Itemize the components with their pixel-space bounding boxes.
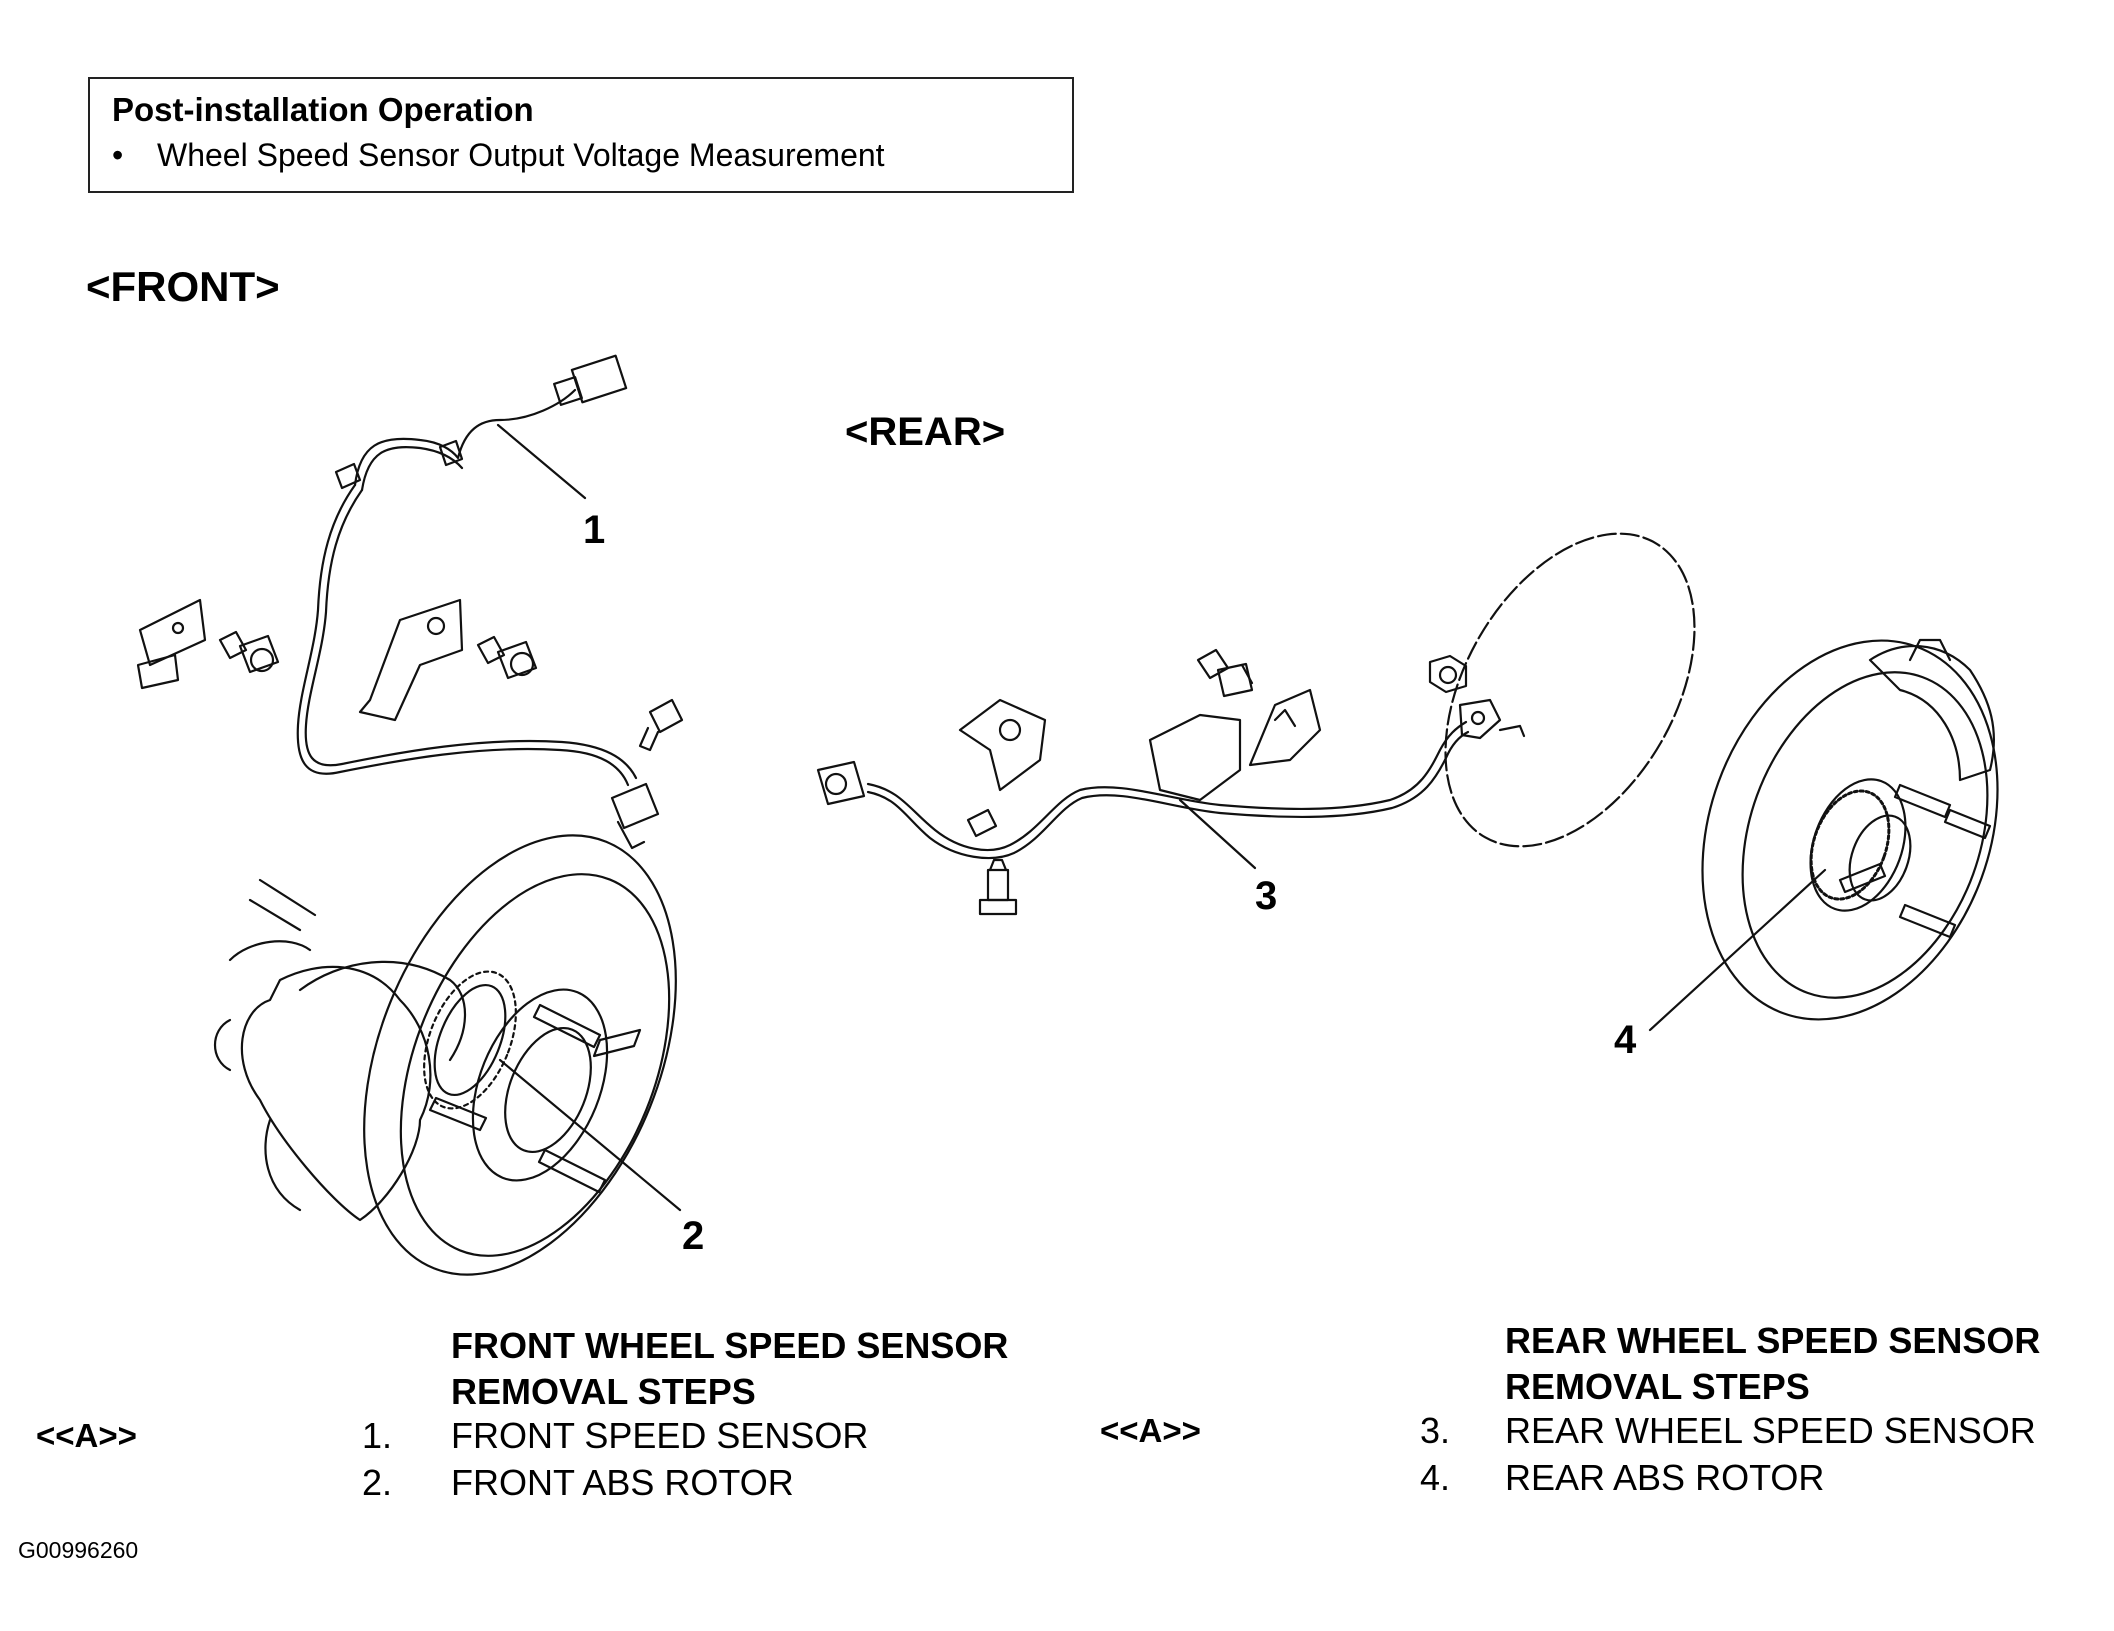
front-step-1-number: 1.	[362, 1415, 393, 1456]
front-steps-title-line2: REMOVAL STEPS	[451, 1371, 756, 1412]
rear-step-4-number: 4.	[1420, 1457, 1451, 1498]
leader-line-3	[1178, 798, 1257, 870]
rear-heading: <REAR>	[845, 410, 1006, 454]
bolt-1	[218, 630, 280, 674]
rear-step-3-number: 3.	[1420, 1410, 1451, 1451]
callout-1: 1	[583, 508, 606, 552]
leader-line-4	[1648, 868, 1827, 1032]
front-steps-title-line1: FRONT WHEEL SPEED SENSOR	[451, 1325, 1009, 1366]
bolt-4	[1196, 648, 1254, 698]
leader-line-2	[498, 1058, 682, 1212]
front-ref-a: <<A>>	[36, 1417, 137, 1454]
post-installation-title: Post-installation Operation	[112, 91, 534, 128]
front-abs-rotor-illustration	[214, 834, 677, 1276]
front-step-2-label: FRONT ABS ROTOR	[451, 1462, 794, 1503]
front-step-1-label: FRONT SPEED SENSOR	[451, 1415, 869, 1456]
front-speed-sensor-illustration	[136, 354, 684, 850]
bolt-3	[638, 698, 684, 752]
rear-ref-a: <<A>>	[1100, 1412, 1201, 1449]
rear-abs-rotor-illustration	[1701, 638, 1999, 1021]
rear-speed-sensor-illustration	[816, 648, 1526, 916]
front-step-2-number: 2.	[362, 1462, 393, 1503]
rear-dust-shield-illustration	[1444, 532, 1696, 848]
rear-step-3-label: REAR WHEEL SPEED SENSOR	[1505, 1410, 2036, 1451]
callout-4: 4	[1614, 1018, 1637, 1062]
bullet-icon: •	[112, 137, 124, 173]
callout-3: 3	[1255, 874, 1278, 918]
bolt-2	[476, 635, 538, 680]
bolt-5	[1428, 654, 1468, 694]
figure-code: G00996260	[18, 1537, 139, 1563]
rear-steps-title-line2: REMOVAL STEPS	[1505, 1366, 1810, 1407]
rear-step-4-label: REAR ABS ROTOR	[1505, 1457, 1825, 1498]
post-installation-box: Post-installation Operation • Wheel Speed…	[88, 77, 1074, 193]
bolt-6	[978, 858, 1018, 916]
front-heading: <FRONT>	[86, 263, 280, 310]
rear-steps-title: REAR WHEEL SPEED SENSOR REMOVAL STEPS	[1505, 1318, 2040, 1410]
leader-line-1	[496, 423, 587, 500]
rear-steps-title-line1: REAR WHEEL SPEED SENSOR	[1505, 1320, 2041, 1361]
post-installation-item-text: Wheel Speed Sensor Output Voltage Measur…	[157, 137, 885, 173]
front-steps-title: FRONT WHEEL SPEED SENSOR REMOVAL STEPS	[451, 1323, 1008, 1415]
post-installation-item: • Wheel Speed Sensor Output Voltage Measu…	[112, 137, 885, 174]
callout-2: 2	[682, 1214, 705, 1258]
